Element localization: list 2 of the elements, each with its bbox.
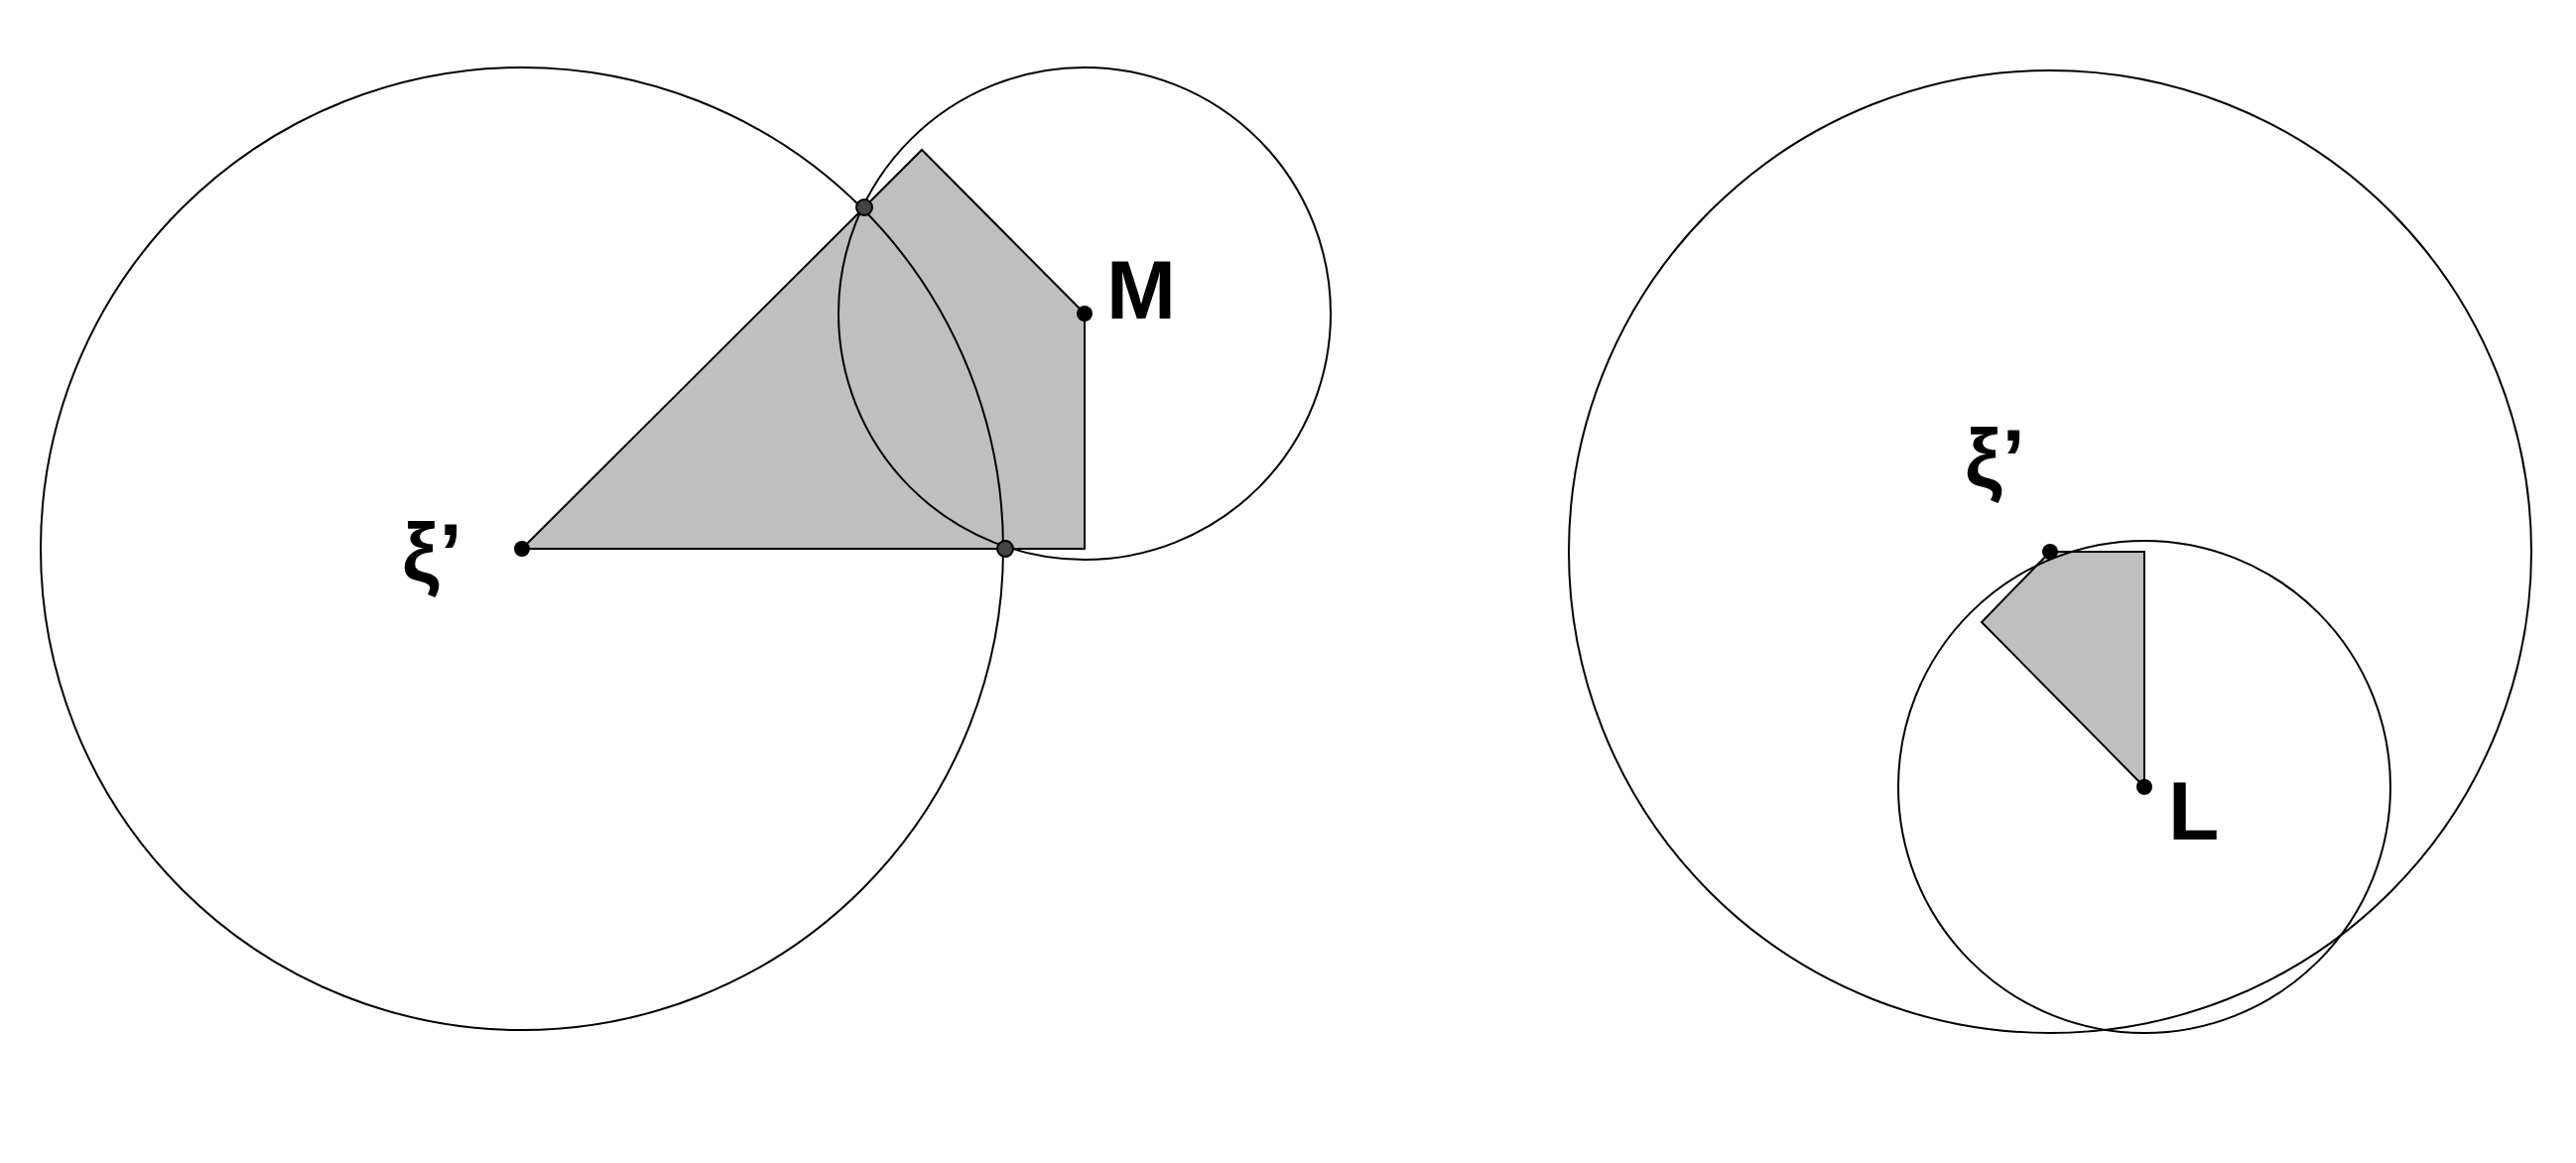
point-label: M	[1106, 248, 1176, 331]
point-label: L	[2168, 769, 2220, 852]
